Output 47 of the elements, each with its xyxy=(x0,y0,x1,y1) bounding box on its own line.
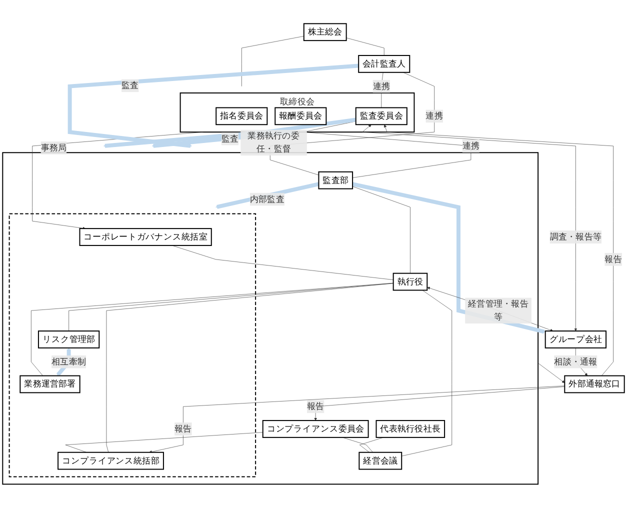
node-box: 監査委員会 xyxy=(355,106,408,125)
edge-label: 報告 xyxy=(306,401,324,411)
edge-label: 相互牽制 xyxy=(52,356,86,366)
edge-label: 監査 xyxy=(221,133,239,144)
cluster xyxy=(2,152,539,484)
node-box: 株主総会 xyxy=(303,22,347,41)
node-box: リスク管理部 xyxy=(38,330,100,348)
edge-label: 事務局 xyxy=(40,142,67,152)
node-box: 経営会議 xyxy=(358,451,402,470)
node-box: 報酬委員会 xyxy=(274,106,327,125)
cluster xyxy=(8,212,256,477)
connector xyxy=(381,72,384,108)
edge-label: 経営管理・報告等 xyxy=(468,298,528,322)
edge-label: 報告 xyxy=(604,254,622,264)
edge-label: 報告 xyxy=(174,423,192,434)
connector xyxy=(65,432,264,452)
arrow xyxy=(104,117,356,148)
arrow xyxy=(216,182,320,208)
connector xyxy=(346,37,384,56)
node-box: コンプライアンス統括部 xyxy=(58,451,164,470)
node-box: 監査部 xyxy=(318,170,354,189)
edge-label: 業務執行の委任・監督 xyxy=(248,130,300,154)
node-box: 指名委員会 xyxy=(216,106,268,125)
connector xyxy=(106,282,394,452)
edge-label: 連携 xyxy=(462,140,480,150)
connector xyxy=(360,436,384,452)
node-box: コンプライアンス委員会 xyxy=(262,420,369,438)
node-box: 業務運営部署 xyxy=(20,374,80,393)
edge-label: 連携 xyxy=(372,80,390,91)
connector xyxy=(342,436,374,452)
node-box: 執行役 xyxy=(392,272,428,290)
node-box: 会計監査人 xyxy=(358,54,410,72)
arrow xyxy=(68,63,359,148)
connector xyxy=(401,290,452,456)
node-box: コーポレートガバナンス統括室 xyxy=(79,228,212,246)
edge-label: 相談・通報 xyxy=(554,356,598,366)
node-box: 外部通報窓口 xyxy=(564,374,625,393)
connector xyxy=(241,36,304,86)
edge-label: 監査 xyxy=(122,80,139,90)
node-box: 代表執行役社長 xyxy=(376,420,446,438)
node-box: グループ会社 xyxy=(544,330,607,348)
edge-label: 内部監査 xyxy=(250,194,284,204)
connector xyxy=(68,282,394,331)
connector xyxy=(352,186,410,274)
edge-label: 連携 xyxy=(426,110,443,121)
edge-label: 調査・報告等 xyxy=(550,231,602,242)
connector xyxy=(172,244,394,280)
